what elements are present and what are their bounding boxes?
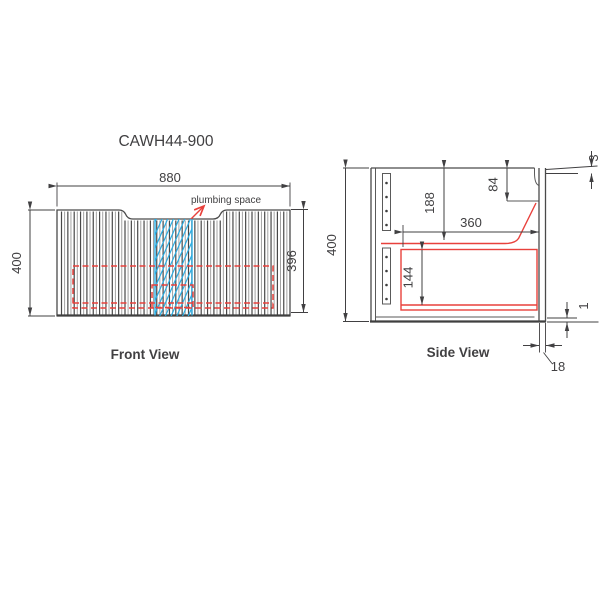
- dimension-3-value: 3: [586, 154, 600, 161]
- dimension-144-value: 144: [401, 267, 416, 289]
- drawing-title: CAWH44-900: [118, 133, 213, 150]
- side-cabinet-outline: [370, 167, 546, 323]
- front-view: plumbing space 880 400 396 Front View: [9, 170, 308, 362]
- side-height-value: 400: [324, 234, 339, 256]
- plumbing-leader-arrow: [190, 206, 204, 220]
- wall-mount-rails: [382, 173, 391, 305]
- finger-pull-groove: [534, 168, 540, 186]
- dimension-188-value: 188: [422, 192, 437, 214]
- dimension-18: 18: [523, 323, 565, 374]
- dimension-188: 188: [422, 160, 447, 240]
- dimension-84-value: 84: [486, 177, 501, 191]
- front-view-label: Front View: [111, 347, 180, 362]
- dimension-84: 84: [486, 160, 510, 201]
- dimension-1-value: 1: [576, 302, 591, 309]
- side-view: 400 188 84 360 144 3: [324, 151, 600, 374]
- side-door-panel: [538, 168, 547, 322]
- dimension-144: 144: [401, 241, 425, 305]
- plumbing-space-label: plumbing space: [191, 195, 261, 206]
- front-width-value: 880: [159, 170, 181, 185]
- drawer-profile: [381, 202, 538, 311]
- dimension-1: 1: [547, 302, 599, 338]
- front-height-value: 400: [9, 252, 24, 274]
- side-view-label: Side View: [427, 345, 490, 360]
- front-width-dimension: 880: [48, 170, 291, 207]
- front-cabinet-outline: [56, 209, 291, 317]
- side-height-dimension: 400: [324, 159, 369, 322]
- fluted-slats: [60, 211, 288, 315]
- dimension-360-value: 360: [460, 215, 482, 230]
- front-height-right-dimension: 396: [284, 201, 308, 313]
- drawer-hidden-outline: [72, 265, 274, 309]
- dimension-3: 3: [545, 151, 600, 189]
- dimension-360: 360: [394, 215, 539, 247]
- dimension-18-value: 18: [551, 359, 565, 374]
- front-height-right-value: 396: [284, 250, 299, 272]
- front-height-dimension: 400: [9, 201, 55, 317]
